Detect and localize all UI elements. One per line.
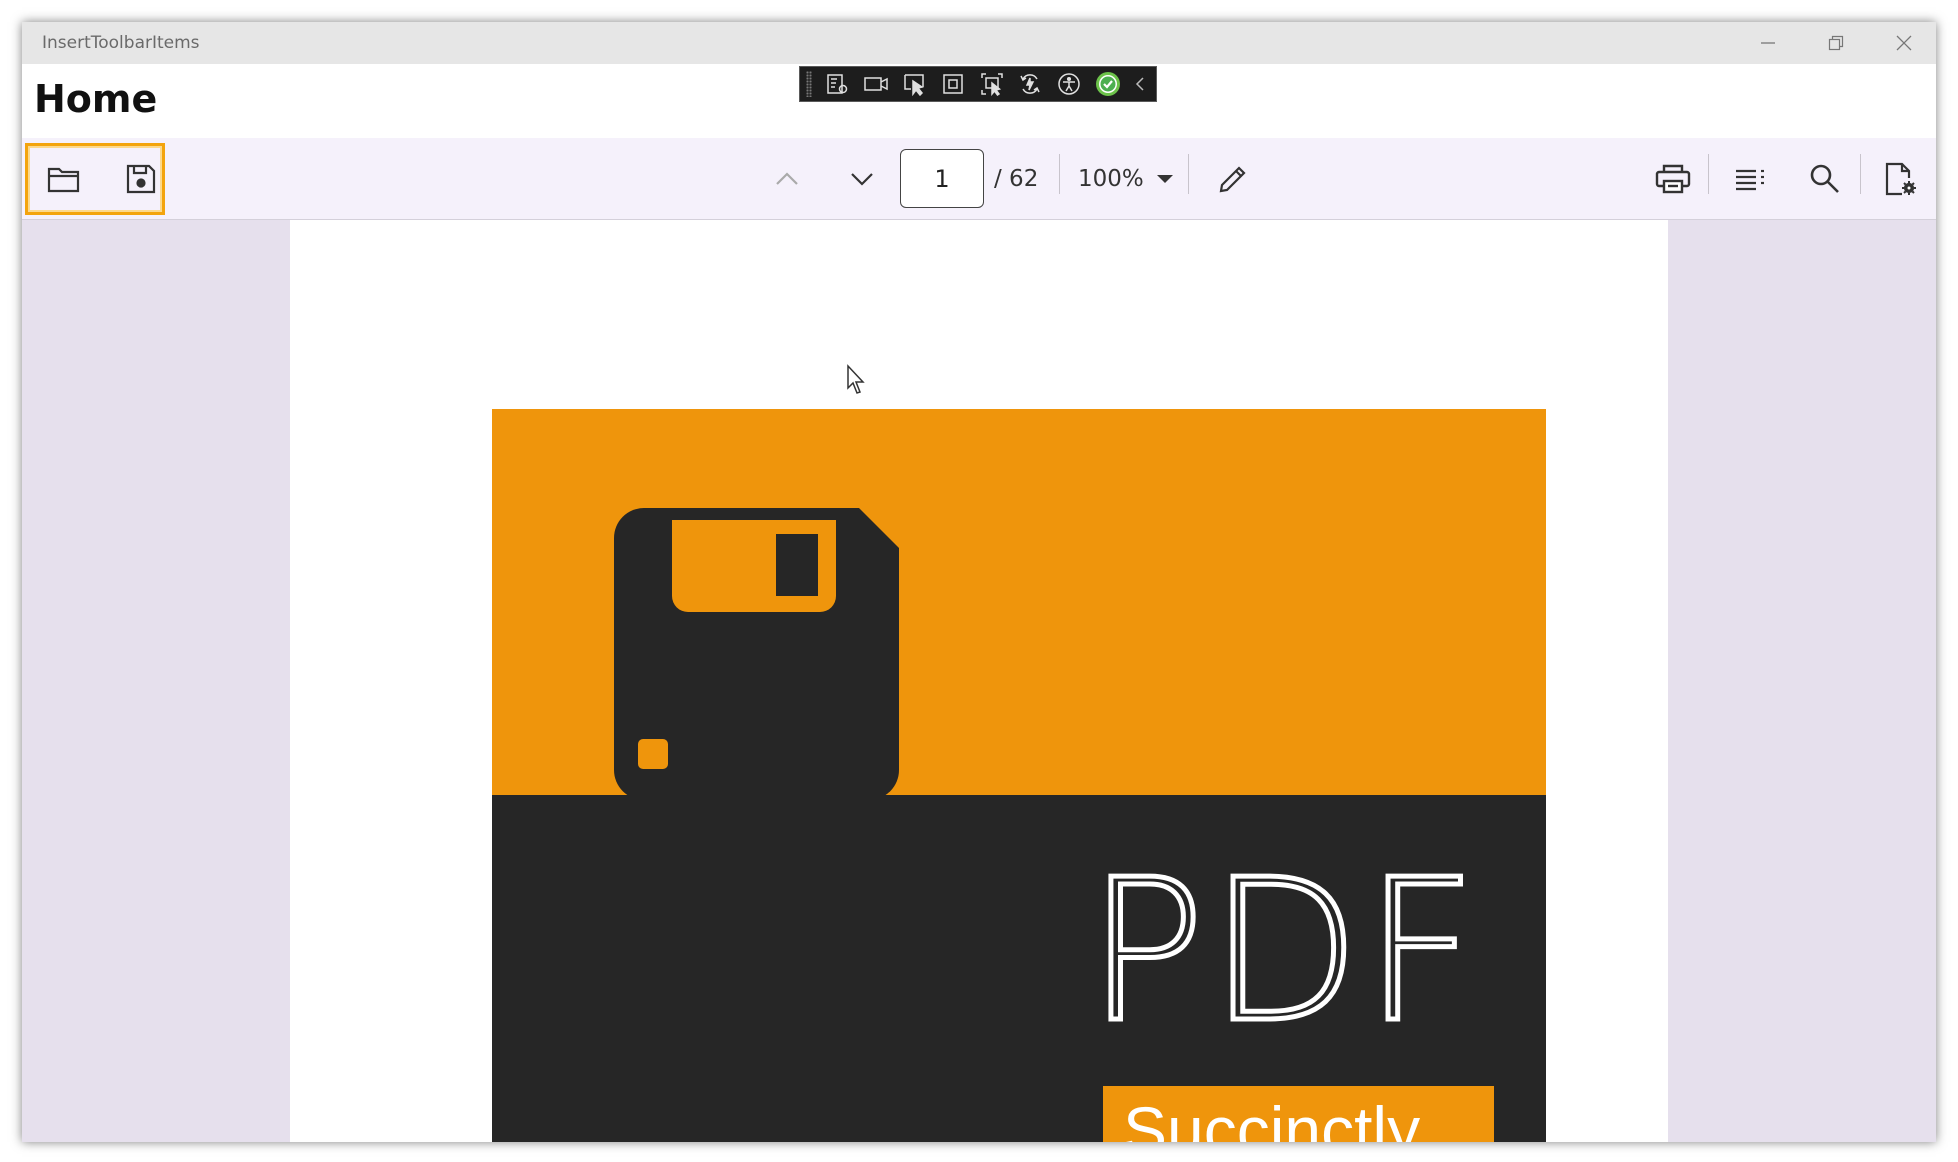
page-count: / 62 bbox=[994, 166, 1039, 192]
title-bar[interactable]: InsertToolbarItems bbox=[22, 22, 1936, 64]
window-title: InsertToolbarItems bbox=[42, 33, 200, 53]
select-element-button[interactable] bbox=[899, 68, 931, 100]
custom-items-highlight bbox=[25, 143, 165, 215]
zoom-dropdown[interactable]: 100% bbox=[1078, 152, 1182, 206]
toolbar-divider bbox=[1188, 154, 1189, 194]
cover-subtitle-banner: Succinctly bbox=[1103, 1086, 1494, 1142]
status-ok-icon bbox=[1095, 72, 1120, 96]
next-page-button[interactable] bbox=[835, 152, 889, 206]
save-icon bbox=[126, 164, 156, 194]
drag-grip[interactable] bbox=[806, 71, 812, 97]
record-button[interactable] bbox=[860, 68, 892, 100]
bookmarks-button[interactable] bbox=[1723, 152, 1777, 206]
debug-toolbar bbox=[799, 66, 1157, 102]
track-focus-icon bbox=[981, 73, 1003, 96]
mouse-cursor-icon bbox=[847, 364, 865, 394]
cover-dark-block bbox=[492, 795, 1546, 1142]
pdf-toolbar: / 62 100% bbox=[22, 138, 1936, 220]
restore-icon bbox=[1828, 35, 1844, 51]
status-button[interactable] bbox=[1092, 68, 1124, 100]
minimize-button[interactable] bbox=[1748, 26, 1788, 60]
track-focus-button[interactable] bbox=[976, 68, 1008, 100]
restore-button[interactable] bbox=[1816, 26, 1856, 60]
annotation-button[interactable] bbox=[1206, 152, 1260, 206]
minimize-icon bbox=[1761, 42, 1775, 44]
search-button[interactable] bbox=[1798, 152, 1852, 206]
pdf-page: PDF Succinctly bbox=[290, 220, 1668, 1142]
list-icon bbox=[1736, 169, 1764, 191]
cover-subtitle: Succinctly bbox=[1123, 1093, 1421, 1142]
collapse-chevron-icon bbox=[1135, 77, 1144, 91]
previous-page-button[interactable] bbox=[760, 152, 814, 206]
close-icon bbox=[1896, 35, 1912, 51]
record-icon bbox=[864, 77, 888, 91]
save-file-button[interactable] bbox=[114, 152, 168, 206]
toolbar-divider bbox=[1059, 154, 1060, 194]
document-settings-icon bbox=[1885, 162, 1916, 196]
floppy-disk-logo bbox=[614, 508, 899, 800]
visual-tree-button[interactable] bbox=[822, 68, 854, 100]
cover-accent-block bbox=[492, 409, 1546, 800]
print-icon bbox=[1655, 164, 1691, 194]
chevron-down-icon bbox=[851, 173, 873, 186]
collapse-debug-toolbar-button[interactable] bbox=[1130, 68, 1149, 100]
chevron-up-icon bbox=[776, 172, 798, 185]
print-button[interactable] bbox=[1646, 152, 1700, 206]
hot-reload-button[interactable] bbox=[1015, 68, 1047, 100]
pen-icon bbox=[1219, 166, 1246, 193]
accessibility-icon bbox=[1058, 73, 1080, 95]
search-icon bbox=[1810, 164, 1839, 193]
app-window: InsertToolbarItems Home bbox=[22, 22, 1936, 1142]
select-element-icon bbox=[903, 74, 924, 96]
folder-icon bbox=[47, 167, 80, 193]
display-layout-adorners-icon bbox=[943, 74, 963, 94]
open-file-button[interactable] bbox=[37, 152, 91, 206]
toolbar-divider bbox=[1860, 154, 1861, 194]
close-button[interactable] bbox=[1884, 26, 1924, 60]
accessibility-button[interactable] bbox=[1053, 68, 1085, 100]
layout-adorners-button[interactable] bbox=[937, 68, 969, 100]
settings-button[interactable] bbox=[1874, 152, 1928, 206]
page-title: Home bbox=[34, 77, 158, 121]
dropdown-arrow-icon bbox=[1156, 175, 1173, 183]
cover-title: PDF bbox=[1085, 836, 1481, 1069]
visual-tree-icon bbox=[827, 74, 848, 94]
toolbar-divider bbox=[1708, 154, 1709, 194]
zoom-value: 100% bbox=[1078, 166, 1144, 192]
pdf-viewer[interactable]: PDF Succinctly bbox=[22, 220, 1936, 1142]
page-number-input[interactable] bbox=[900, 149, 984, 208]
hot-reload-icon bbox=[1020, 74, 1041, 94]
